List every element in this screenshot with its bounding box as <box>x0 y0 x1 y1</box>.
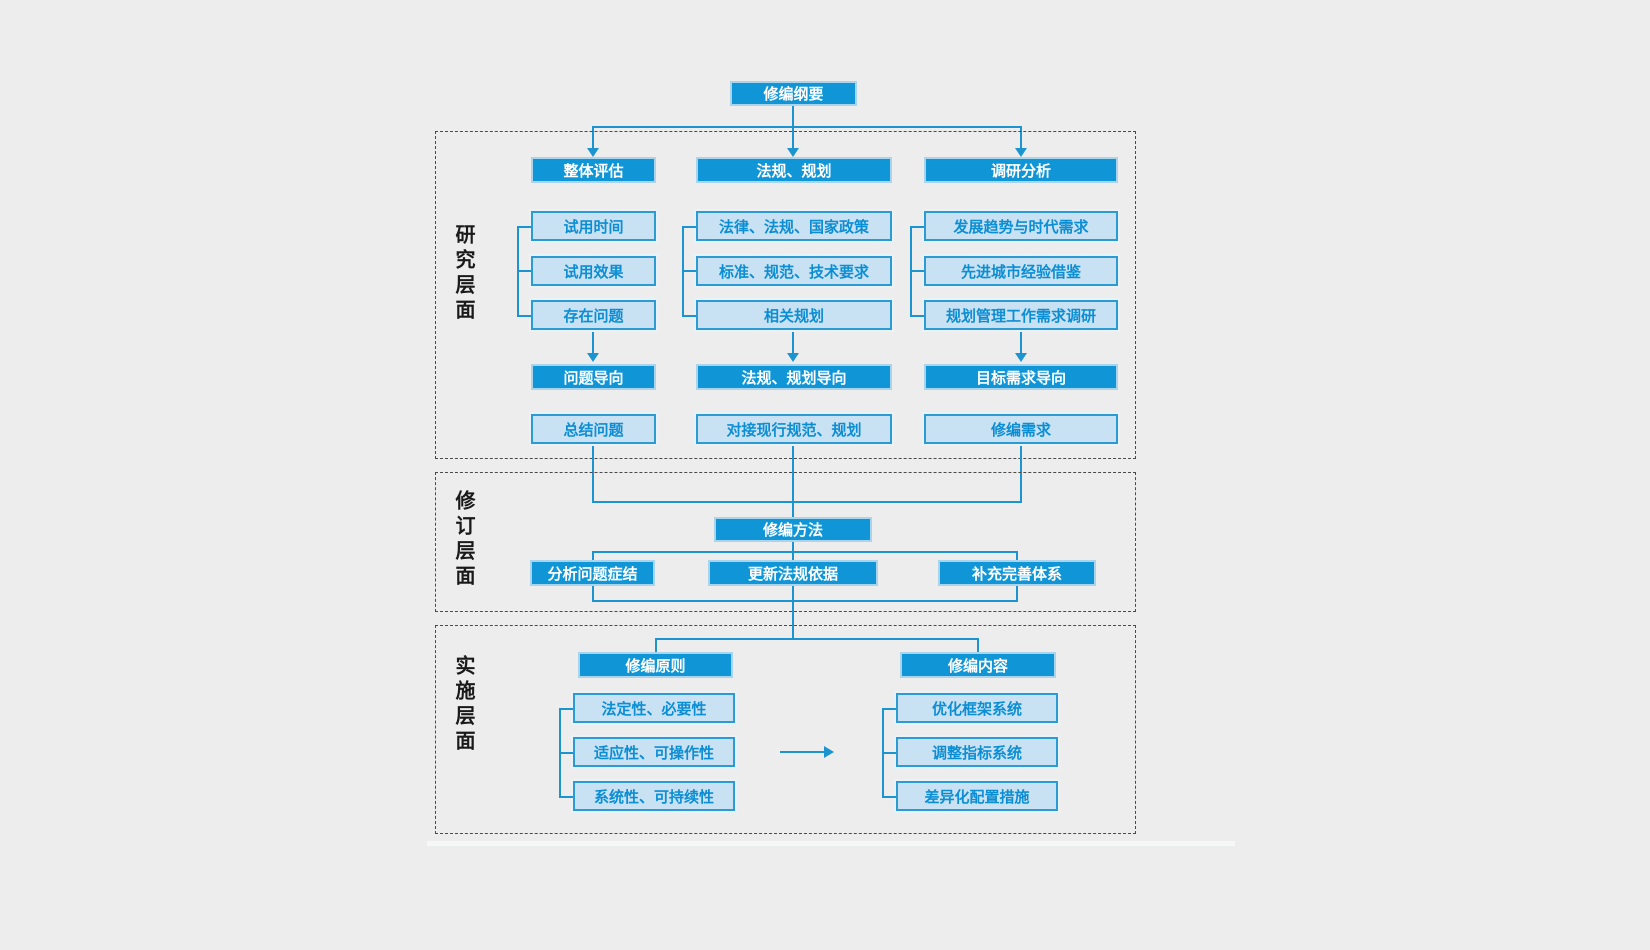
connector-line <box>1020 446 1022 503</box>
bracket-line <box>910 270 924 272</box>
bracket-line <box>910 315 924 317</box>
connector-line <box>1016 586 1018 602</box>
node-root: 修编纲要 <box>730 81 857 106</box>
connector-line <box>592 553 594 560</box>
bracket-line <box>682 226 696 228</box>
connector-line <box>792 503 794 517</box>
bracket-line <box>882 796 896 798</box>
connector-line <box>655 640 657 652</box>
bracket-line <box>682 270 696 272</box>
node-conclusion: 修编需求 <box>924 414 1118 444</box>
node-principles-header: 修编原则 <box>578 652 733 678</box>
arrow-down-icon <box>587 353 599 362</box>
node-principle-item: 系统性、可持续性 <box>573 781 735 811</box>
connector-line <box>655 638 979 640</box>
connector-line <box>592 332 594 354</box>
connector-line <box>592 586 594 602</box>
connector-line <box>1016 553 1018 560</box>
connector-line <box>592 501 1022 503</box>
arrow-down-icon <box>1015 148 1027 157</box>
connector-line <box>977 640 979 652</box>
arrow-down-icon <box>1015 353 1027 362</box>
connector-line <box>792 586 794 602</box>
node-revision-method: 修编方法 <box>714 517 872 542</box>
connector-line <box>792 332 794 354</box>
node-item: 发展趋势与时代需求 <box>924 211 1118 241</box>
node-conclusion: 总结问题 <box>531 414 656 444</box>
node-item: 规划管理工作需求调研 <box>924 300 1118 330</box>
node-header-regulations-planning: 法规、规划 <box>696 157 892 183</box>
node-header-survey-analysis: 调研分析 <box>924 157 1118 183</box>
bracket-line <box>559 708 573 710</box>
section-revision-label: 修订层面 <box>452 490 476 590</box>
node-update-regulations: 更新法规依据 <box>708 560 878 586</box>
bracket-line <box>882 752 896 754</box>
connector-line <box>1020 128 1022 149</box>
bracket-line <box>910 226 924 228</box>
section-implementation <box>435 625 1136 834</box>
arrow-down-icon <box>787 148 799 157</box>
node-analyze-problems: 分析问题症结 <box>530 560 655 586</box>
connector-line <box>792 602 794 640</box>
node-contents-header: 修编内容 <box>900 652 1056 678</box>
bracket-line <box>517 226 531 228</box>
connector-line <box>792 446 794 503</box>
arrow-down-icon <box>787 353 799 362</box>
connector-line <box>1020 332 1022 354</box>
bracket-line <box>559 752 573 754</box>
connector-line <box>592 446 594 503</box>
node-content-item: 调整指标系统 <box>896 737 1058 767</box>
section-research-label: 研究层面 <box>452 224 476 324</box>
section-revision <box>435 472 1136 612</box>
connector-line <box>792 106 794 127</box>
node-item: 法律、法规、国家政策 <box>696 211 892 241</box>
node-item: 试用效果 <box>531 256 656 286</box>
connector-line <box>792 128 794 149</box>
node-orientation-goal: 目标需求导向 <box>924 364 1118 390</box>
node-item: 存在问题 <box>531 300 656 330</box>
node-content-item: 优化框架系统 <box>896 693 1058 723</box>
node-conclusion: 对接现行规范、规划 <box>696 414 892 444</box>
connector-line <box>792 553 794 560</box>
bracket-line <box>517 315 531 317</box>
node-item: 相关规划 <box>696 300 892 330</box>
node-improve-system: 补充完善体系 <box>938 560 1096 586</box>
node-item: 试用时间 <box>531 211 656 241</box>
connector-line <box>592 126 1022 128</box>
node-content-item: 差异化配置措施 <box>896 781 1058 811</box>
node-principle-item: 适应性、可操作性 <box>573 737 735 767</box>
connector-line <box>592 600 1018 602</box>
node-item: 标准、规范、技术要求 <box>696 256 892 286</box>
section-research <box>435 131 1136 459</box>
bottom-strip <box>427 841 1235 846</box>
connector-line <box>592 128 594 149</box>
section-implementation-label: 实施层面 <box>452 655 476 755</box>
bracket-line <box>682 315 696 317</box>
node-item: 先进城市经验借鉴 <box>924 256 1118 286</box>
node-principle-item: 法定性、必要性 <box>573 693 735 723</box>
node-orientation-problem: 问题导向 <box>531 364 656 390</box>
arrow-right-icon <box>824 746 834 758</box>
bracket-line <box>517 270 531 272</box>
connector-line <box>780 751 824 753</box>
connector-line <box>792 542 794 552</box>
bracket-line <box>882 708 896 710</box>
bracket-line <box>559 796 573 798</box>
arrow-down-icon <box>587 148 599 157</box>
node-header-overall-evaluation: 整体评估 <box>531 157 656 183</box>
connector-line <box>592 551 1018 553</box>
node-orientation-regulation: 法规、规划导向 <box>696 364 892 390</box>
